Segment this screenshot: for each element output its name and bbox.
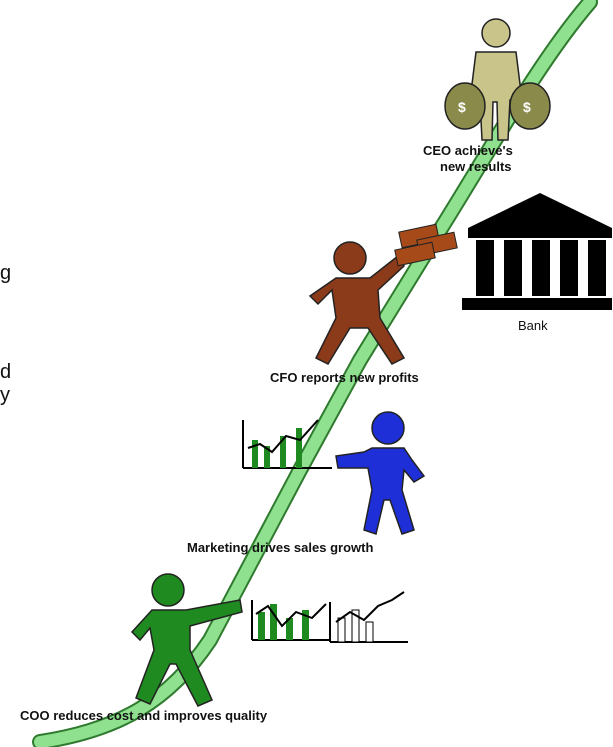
bank-label: Bank	[518, 318, 548, 333]
bar-line-chart-icon	[329, 591, 408, 643]
growth-path	[32, 0, 598, 747]
bar-line-chart-icon	[242, 419, 332, 469]
svg-text:$: $	[458, 99, 466, 115]
man-carrying-cash-icon	[308, 223, 458, 365]
cash-bundle-icon	[394, 223, 458, 267]
man-with-money-bags-icon: $ $	[444, 18, 551, 141]
bar-line-chart-icon	[251, 600, 330, 641]
marketing-label: Marketing drives sales growth	[187, 540, 374, 555]
ceo-label-line-2: new results	[440, 159, 512, 174]
side-text-line-1: g	[0, 262, 12, 284]
svg-text:$: $	[523, 99, 531, 115]
bank-building-icon	[462, 193, 612, 310]
man-pointing-icon	[130, 573, 243, 707]
cfo-label: CFO reports new profits	[270, 370, 419, 385]
man-pointing-icon	[335, 411, 426, 535]
side-text-line-2: d	[0, 361, 12, 383]
side-text-line-3: y	[0, 384, 10, 406]
coo-label: COO reduces cost and improves quality	[20, 708, 268, 723]
ceo-label-line-1: CEO achieve's	[423, 143, 513, 158]
